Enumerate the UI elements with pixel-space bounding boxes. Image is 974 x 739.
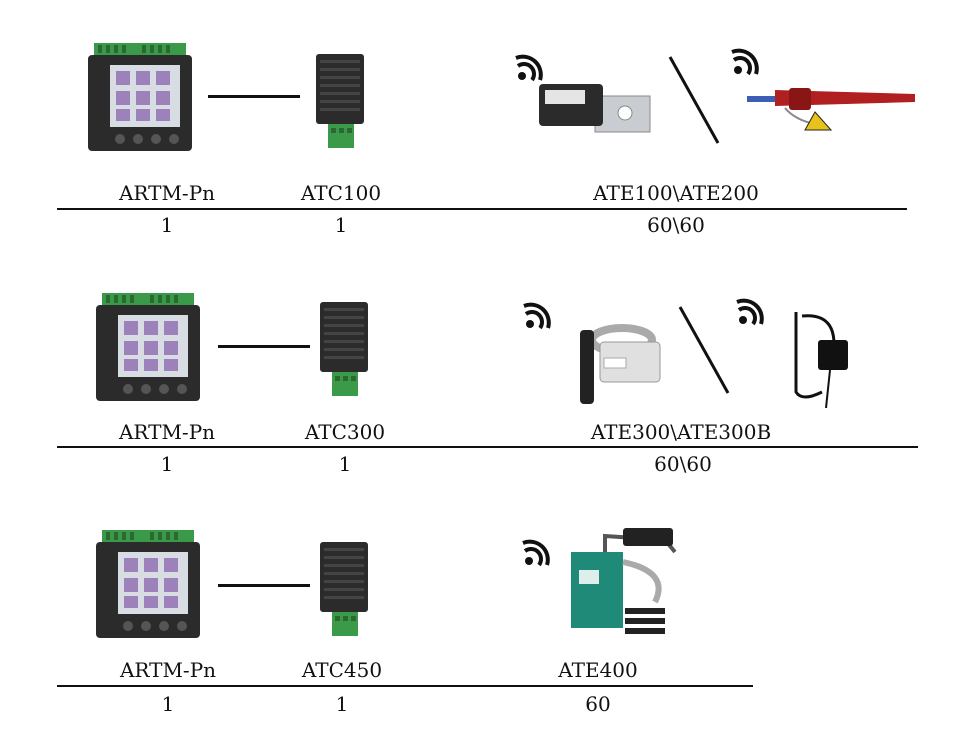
temperature-sensor-icon [747, 88, 915, 131]
temperature-sensor-icon [571, 528, 677, 634]
row-divider [57, 685, 753, 687]
connection-line [208, 95, 300, 98]
row-divider [57, 208, 907, 210]
meter-device-icon [96, 293, 200, 401]
host-qty: 1 [160, 213, 174, 237]
collector-qty: 1 [335, 692, 349, 716]
host-name-label: ARTM-Pn [119, 658, 217, 682]
host-qty: 1 [161, 692, 175, 716]
wireless-signal-icon [515, 54, 543, 82]
collector-qty: 1 [334, 213, 348, 237]
wireless-signal-icon [523, 302, 551, 330]
host-name-label: ARTM-Pn [118, 420, 216, 444]
wireless-signal-icon [731, 48, 759, 76]
sensor-qty: 60\60 [647, 213, 705, 237]
wireless-signal-icon [522, 539, 550, 567]
collector-module-icon [320, 542, 368, 636]
sensor-qty: 60 [585, 692, 611, 716]
temperature-sensor-icon [580, 324, 661, 404]
collector-name-label: ATC450 [301, 658, 383, 682]
separator-slash [678, 306, 730, 394]
sensor-qty: 60\60 [654, 452, 712, 476]
host-name-label: ARTM-Pn [118, 181, 216, 205]
sensor-name-label: ATE400 [558, 658, 638, 682]
connection-line [218, 345, 310, 348]
collector-qty: 1 [338, 452, 352, 476]
meter-device-icon [88, 43, 192, 151]
wireless-signal-icon [736, 298, 764, 326]
collector-module-icon [316, 54, 364, 148]
host-qty: 1 [160, 452, 174, 476]
collector-module-icon [320, 302, 368, 396]
temperature-sensor-icon [794, 312, 848, 409]
sensor-name-label: ATE100\ATE200 [593, 181, 759, 205]
collector-name-label: ATC300 [304, 420, 386, 444]
separator-slash [668, 56, 720, 144]
row-divider [57, 446, 918, 448]
meter-device-icon [96, 530, 200, 638]
connection-line [218, 584, 310, 587]
sensor-name-label: ATE300\ATE300B [590, 420, 772, 444]
collector-name-label: ATC100 [300, 181, 382, 205]
temperature-sensor-icon [539, 84, 651, 133]
